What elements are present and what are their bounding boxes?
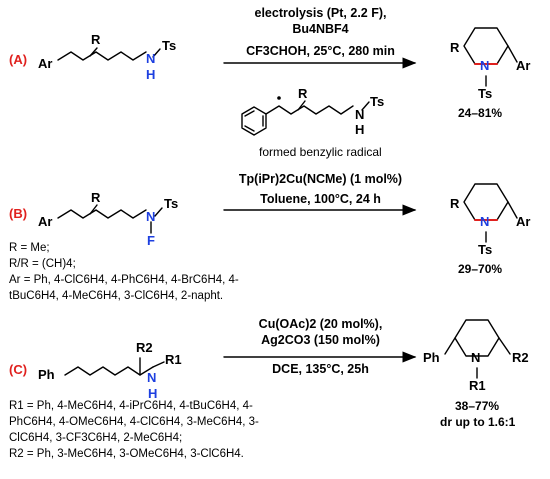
- product-b-ts: Ts: [478, 242, 493, 257]
- panel-c-condition-1: Cu(OAc)2 (20 mol%),: [258, 317, 383, 331]
- substrate-c-ph: Ph: [38, 367, 55, 382]
- product-c-r2: R2: [512, 350, 529, 365]
- panel-b-condition-1: Tp(iPr)2Cu(NCMe) (1 mol%): [238, 172, 403, 186]
- panel-c-label: (C): [9, 362, 28, 377]
- radical-h: H: [355, 122, 365, 137]
- substrate-a-ar: Ar: [38, 56, 53, 71]
- substrate-b-chain: [57, 209, 147, 219]
- substrate-a-ts: Ts: [162, 38, 177, 53]
- substrate-c-chain: [64, 366, 154, 376]
- panel-c-scope-r2: R2 = Ph, 3-MeC6H4, 3-OMeC6H4, 3-ClC6H4.: [9, 448, 244, 460]
- product-a-ar-bond: [507, 45, 518, 63]
- panel-a-condition-3: CF3CHOH, 25°C, 280 min: [246, 44, 395, 58]
- product-b-r: R: [450, 196, 460, 211]
- radical-ts: Ts: [370, 94, 385, 109]
- substrate-b-f: F: [147, 233, 155, 248]
- product-c-ph: Ph: [423, 350, 440, 365]
- substrate-c-r2: R2: [136, 340, 153, 355]
- panel-c-condition-2: Ag2CO3 (150 mol%): [261, 333, 380, 347]
- product-b-n: N: [480, 214, 490, 229]
- product-c-n: N: [471, 350, 481, 365]
- radical-dot: [277, 96, 281, 100]
- panel-c-scope-r1-3: ClC6H4, 3-CF3C6H4, 2-MeC6H4;: [9, 432, 183, 444]
- substrate-b-ts: Ts: [164, 196, 179, 211]
- substrate-c-r1: R1: [165, 352, 182, 367]
- product-a-ts: Ts: [478, 86, 493, 101]
- product-a-ar: Ar: [516, 58, 531, 73]
- substrate-b-n: N: [146, 209, 156, 224]
- substrate-a-r-bond: [89, 47, 98, 57]
- panel-b-scope-ar-1: Ar = Ph, 4-ClC6H4, 4-PhC6H4, 4-BrC6H4, 4…: [9, 274, 239, 286]
- panel-c-dr: dr up to 1.6:1: [440, 415, 516, 429]
- radical-benzene-ring: [241, 106, 267, 136]
- panel-c-scope-r1-1: R1 = Ph, 4-MeC6H4, 4-iPrC6H4, 4-tBuC6H4,…: [9, 400, 253, 412]
- panel-b-yield: 29–70%: [458, 262, 503, 276]
- panel-b-label: (B): [9, 206, 28, 221]
- radical-chain: [265, 105, 354, 115]
- panel-c-yield: 38–77%: [455, 399, 500, 413]
- product-b-ar: Ar: [516, 214, 531, 229]
- radical-r: R: [298, 86, 308, 101]
- substrate-c-n: N: [147, 370, 157, 385]
- panel-c-scope-r1-2: PhC6H4, 4-OMeC6H4, 4-ClC6H4, 3-MeC6H4, 3…: [9, 416, 259, 428]
- product-a-n: N: [480, 58, 490, 73]
- panel-c-condition-3: DCE, 135°C, 25h: [272, 362, 369, 376]
- substrate-a-n: N: [146, 51, 156, 66]
- substrate-b-ar: Ar: [38, 214, 53, 229]
- product-c-r1: R1: [469, 378, 486, 393]
- substrate-a-nts-bond: [152, 48, 161, 58]
- substrate-a-h: H: [146, 67, 156, 82]
- substrate-c-h: H: [148, 386, 158, 401]
- panel-a-condition-1: electrolysis (Pt, 2.2 F),: [254, 6, 387, 20]
- panel-b-scope-ar-2: tBuC6H4, 4-MeC6H4, 3-ClC6H4, 2-napht.: [9, 290, 224, 302]
- panel-b-condition-2: Toluene, 100°C, 24 h: [260, 192, 381, 206]
- panel-a-condition-2: Bu4NBF4: [292, 22, 349, 36]
- panel-a-yield: 24–81%: [458, 106, 503, 120]
- panel-b-scope-rr: R/R = (CH)4;: [9, 258, 76, 270]
- panel-b-scope-r: R = Me;: [9, 242, 50, 254]
- substrate-b-r: R: [91, 190, 101, 205]
- substrate-a-r: R: [91, 32, 101, 47]
- panel-a-label: (A): [9, 52, 28, 67]
- radical-caption: formed benzylic radical: [259, 145, 382, 159]
- radical-n: N: [355, 107, 365, 122]
- product-a-r: R: [450, 40, 460, 55]
- substrate-a-chain: [57, 51, 147, 61]
